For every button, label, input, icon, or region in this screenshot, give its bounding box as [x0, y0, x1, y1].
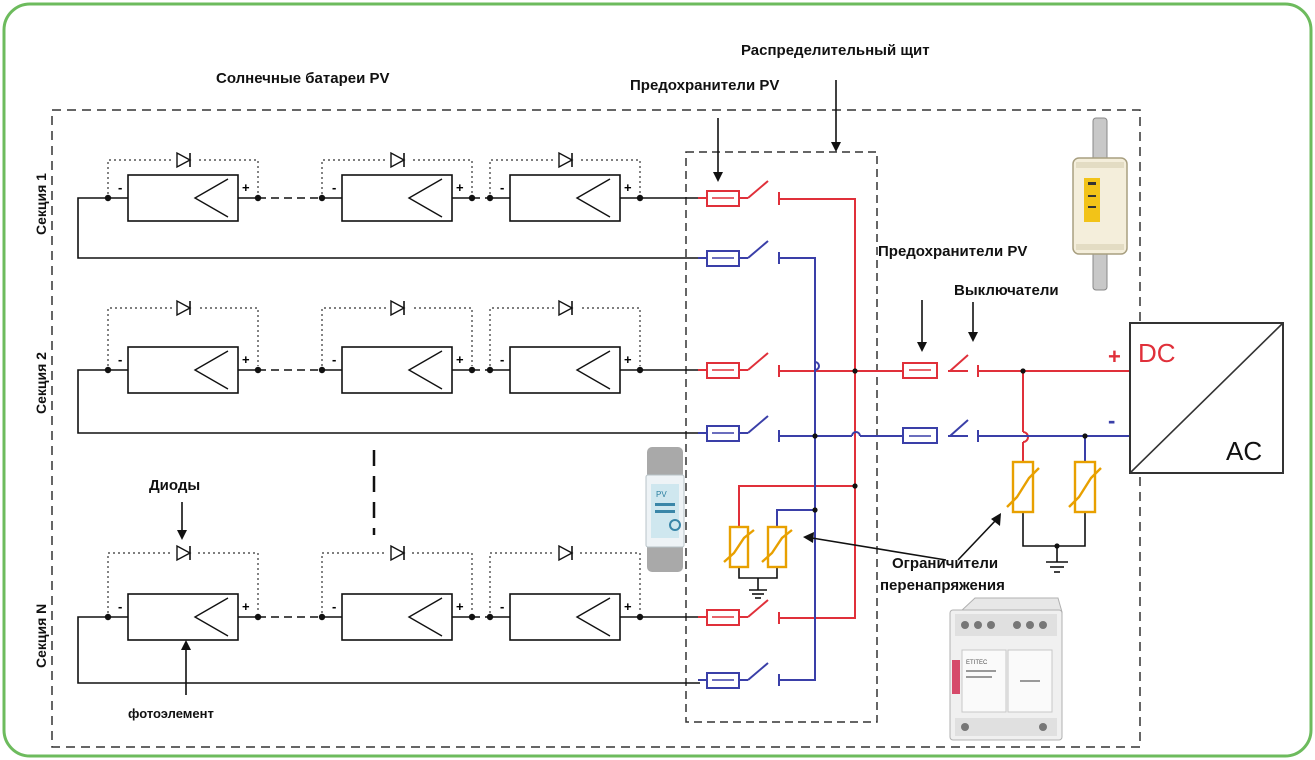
- module-minus-sign: -: [118, 352, 122, 367]
- pv-module: -+: [318, 544, 490, 641]
- module-terminal: [318, 366, 326, 374]
- distribution-board-label: Распределительный щит: [741, 42, 930, 59]
- pv-module: -+: [318, 151, 490, 222]
- bypass-diode: [387, 544, 411, 562]
- surge-arrester-text: ETITEC: [966, 660, 988, 666]
- module-terminal: [486, 194, 494, 202]
- module-plus-sign: +: [242, 352, 250, 367]
- bypass-diode: [387, 151, 411, 169]
- bypass-diode: [173, 544, 197, 562]
- panel-rows: -+-+-+-+-+-+-+-+-+: [77, 151, 700, 684]
- surge-arresters-label-line2: перенапряжения: [880, 577, 1005, 594]
- pv-module: -+: [486, 544, 644, 641]
- pv-module: -+: [104, 299, 322, 394]
- panel-row: -+-+-+: [77, 544, 700, 684]
- section-2-label: Секция 2: [33, 352, 49, 414]
- section-1-label: Секция 1: [33, 173, 49, 235]
- main-dc-switch-minus: [949, 419, 979, 442]
- module-minus-sign: -: [118, 599, 122, 614]
- module-minus-sign: -: [500, 599, 504, 614]
- module-minus-sign: -: [332, 599, 336, 614]
- inverter-plus-label: +: [1108, 344, 1121, 369]
- photocell-label: фотоэлемент: [128, 706, 214, 721]
- module-plus-sign: +: [242, 599, 250, 614]
- board-fuse-switch: [698, 415, 769, 442]
- pv-module: -+: [104, 544, 322, 641]
- panel-row: -+-+-+: [77, 299, 700, 434]
- module-terminal: [104, 613, 112, 621]
- board-fuse-switch: [698, 180, 769, 207]
- module-plus-sign: +: [624, 599, 632, 614]
- main-dc-fuse-minus: [902, 427, 938, 444]
- module-minus-sign: -: [500, 180, 504, 195]
- switches-label: Выключатели: [954, 282, 1059, 299]
- module-plus-sign: +: [456, 180, 464, 195]
- module-minus-sign: -: [500, 352, 504, 367]
- bypass-diode: [555, 151, 579, 169]
- knife-fuse-photo: [1072, 117, 1128, 291]
- inverter-minus-label: -: [1108, 408, 1115, 433]
- cartridge-fuse-photo: PV: [645, 447, 685, 572]
- inverter: [1129, 322, 1284, 474]
- pv-module: -+: [104, 151, 322, 222]
- module-terminal: [318, 194, 326, 202]
- bypass-diode: [387, 299, 411, 317]
- module-terminal: [636, 194, 644, 202]
- pv-module: -+: [486, 151, 644, 222]
- solar-panels-label: Солнечные батареи PV: [216, 70, 389, 87]
- board-fuse-switch: [698, 352, 769, 379]
- module-plus-sign: +: [242, 180, 250, 195]
- inverter-dc-label: DC: [1138, 338, 1176, 368]
- module-plus-sign: +: [456, 599, 464, 614]
- module-terminal: [486, 613, 494, 621]
- diodes-label: Диоды: [149, 477, 200, 494]
- bypass-diode: [173, 151, 197, 169]
- surge-arresters-label-line1: Ограничители: [892, 555, 998, 572]
- module-plus-sign: +: [624, 352, 632, 367]
- board-fuse-switch: [698, 662, 769, 689]
- pv-module: -+: [318, 299, 490, 394]
- surge-arresters-board: [723, 525, 793, 599]
- system-boundary: [51, 109, 1141, 748]
- surge-arrester-photo: ETITEC: [949, 597, 1063, 741]
- module-minus-sign: -: [332, 352, 336, 367]
- board-fuse-switch: [698, 599, 769, 626]
- module-terminal: [486, 366, 494, 374]
- pv-fuses-top-label: Предохранители PV: [630, 77, 779, 94]
- panel-row: -+-+-+: [77, 151, 700, 259]
- main-dc-switch-plus: [949, 354, 979, 377]
- surge-arresters-output: [1006, 460, 1102, 573]
- pv-module: -+: [486, 299, 644, 394]
- module-plus-sign: +: [456, 352, 464, 367]
- cartridge-fuse-text: PV: [656, 490, 667, 499]
- board-devices: [698, 180, 769, 689]
- bypass-diode: [555, 544, 579, 562]
- board-fuse-switch: [698, 240, 769, 267]
- section-n-label: Секция N: [33, 604, 49, 668]
- module-terminal: [636, 613, 644, 621]
- module-plus-sign: +: [624, 180, 632, 195]
- module-minus-sign: -: [332, 180, 336, 195]
- module-terminal: [318, 613, 326, 621]
- bypass-diode: [555, 299, 579, 317]
- annotation-arrows: [177, 80, 1001, 695]
- module-terminal: [104, 194, 112, 202]
- pv-fuses-right-label: Предохранители PV: [878, 243, 1027, 260]
- module-terminal: [104, 366, 112, 374]
- positive-wiring: [738, 192, 1130, 624]
- inverter-ac-label: AC: [1226, 436, 1262, 466]
- module-terminal: [636, 366, 644, 374]
- module-minus-sign: -: [118, 180, 122, 195]
- main-dc-fuse-plus: [902, 362, 938, 379]
- bypass-diode: [173, 299, 197, 317]
